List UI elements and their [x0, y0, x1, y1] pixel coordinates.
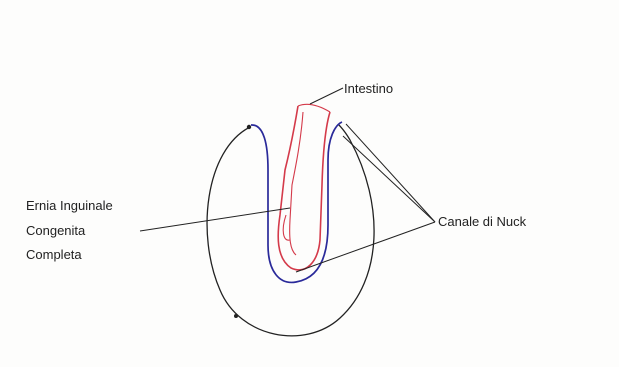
- canal-of-nuck: [251, 122, 342, 282]
- intestine-top-edge: [298, 104, 330, 112]
- ernia-label-line3: Completa: [26, 247, 82, 262]
- sac-dot-top: [247, 125, 251, 129]
- sac-dot-bottom: [234, 314, 238, 318]
- ernia-label-line1: Ernia Inguinale: [26, 198, 113, 213]
- sac-outline: [207, 124, 374, 336]
- canale-leader-1: [346, 124, 435, 222]
- intestino-leader: [310, 88, 343, 104]
- canale-label: Canale di Nuck: [438, 214, 527, 229]
- intestine-inner-loop: [290, 112, 303, 255]
- intestine-loop: [278, 106, 330, 270]
- intestino-label: Intestino: [344, 81, 393, 96]
- canale-leader-2: [343, 136, 435, 222]
- canale-leader-3: [296, 222, 435, 272]
- intestine-lower-fold: [283, 215, 290, 240]
- ernia-label-line2: Congenita: [26, 223, 86, 238]
